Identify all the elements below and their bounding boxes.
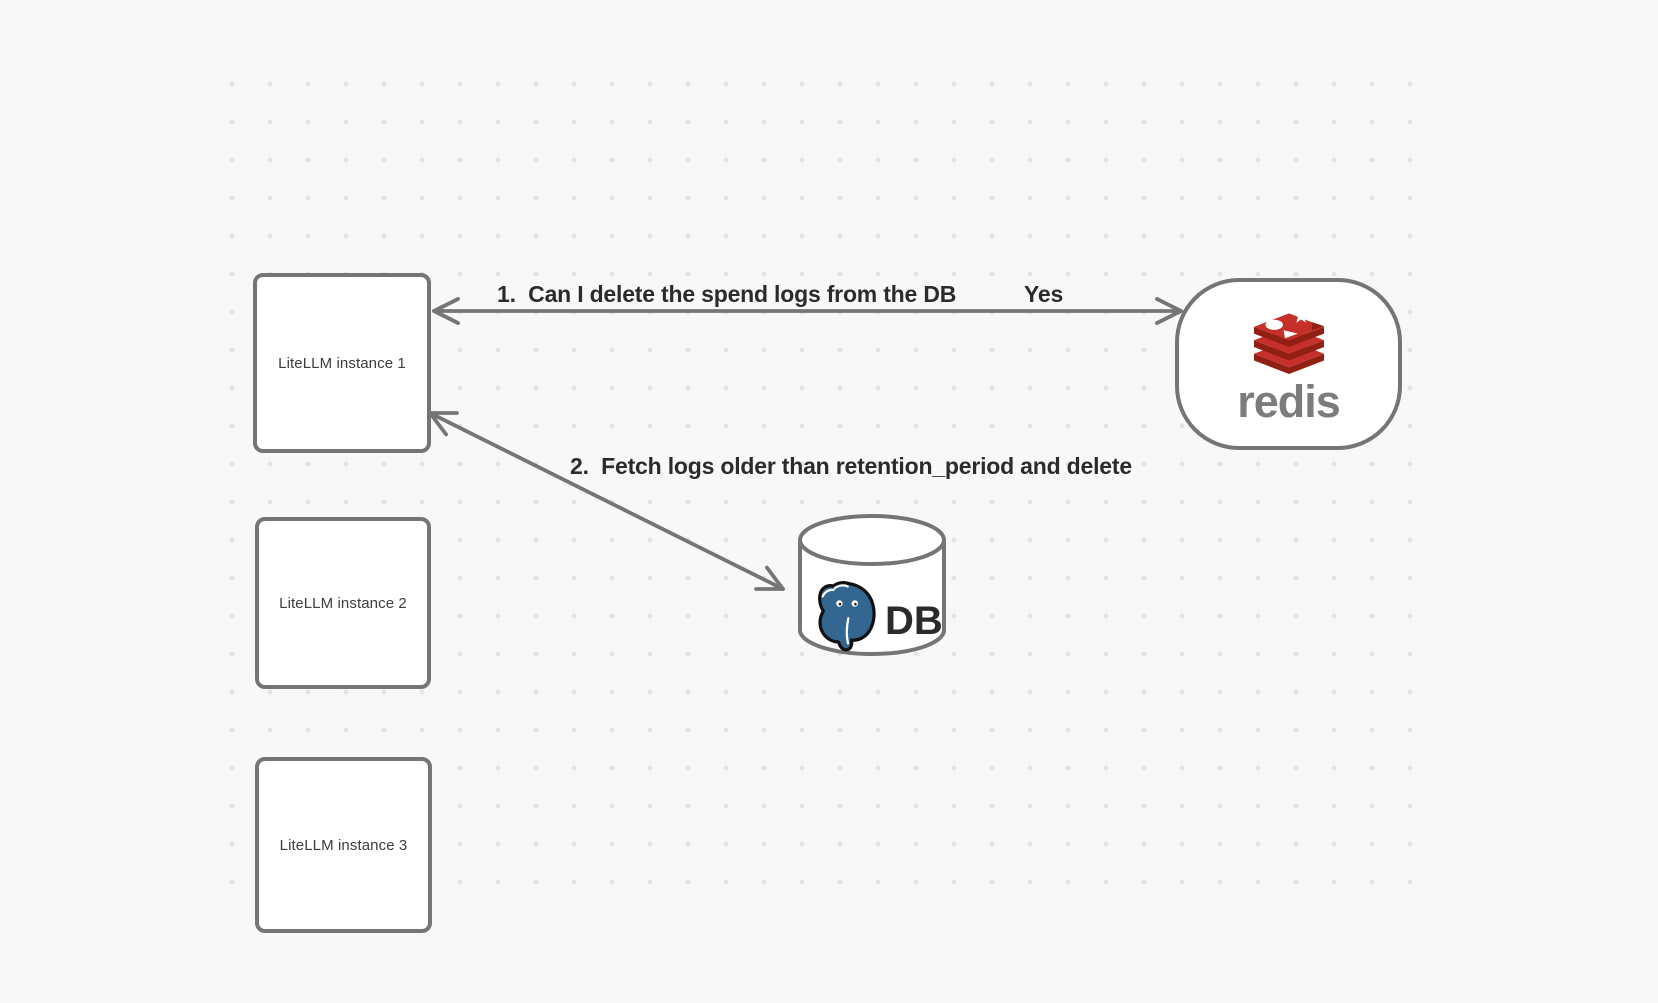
edge1-label: 1. Can I delete the spend logs from the … xyxy=(497,281,957,307)
node-litellm-instance-3: LiteLLM instance 3 xyxy=(255,757,432,933)
redis-wordmark: redis xyxy=(1237,376,1341,427)
database-label: DB xyxy=(885,599,943,643)
redis-logo-icon xyxy=(1253,308,1324,374)
node-litellm-instance-1-label: LiteLLM instance 1 xyxy=(278,354,406,372)
node-litellm-instance-2: LiteLLM instance 2 xyxy=(255,517,431,689)
node-litellm-instance-2-label: LiteLLM instance 2 xyxy=(279,594,407,612)
postgresql-elephant-icon xyxy=(818,581,876,652)
database-content: DB xyxy=(797,577,947,657)
edge1-answer-label: Yes xyxy=(1024,281,1064,307)
node-litellm-instance-1: LiteLLM instance 1 xyxy=(253,273,431,453)
node-database: DB xyxy=(797,513,947,659)
edge2-label: 2. Fetch logs older than retention_perio… xyxy=(570,453,1132,479)
node-redis: redis xyxy=(1175,278,1402,450)
node-litellm-instance-3-label: LiteLLM instance 3 xyxy=(279,836,408,854)
